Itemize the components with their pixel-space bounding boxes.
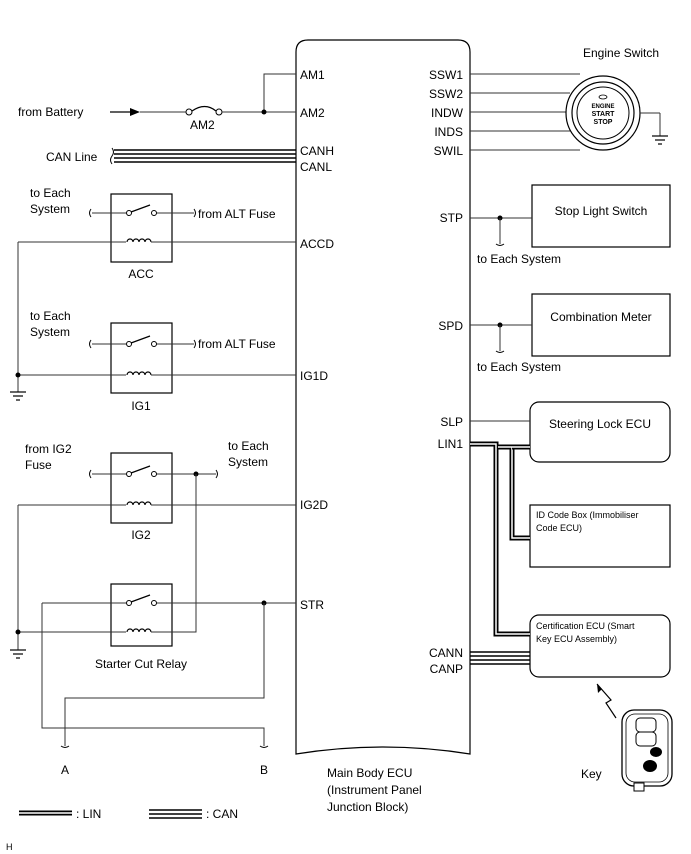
arrow-icon bbox=[130, 108, 140, 116]
from-battery-label: from Battery bbox=[18, 105, 83, 119]
can-line-label: CAN Line bbox=[46, 150, 98, 164]
certification-ecu: Certification ECU (Smart Key ECU Assembl… bbox=[529, 614, 671, 678]
certification-ecu-label-2: Key ECU Assembly) bbox=[536, 634, 617, 644]
main-body-ecu bbox=[295, 39, 471, 755]
id-code-box-label-2: Code ECU) bbox=[536, 523, 582, 533]
stp-to-each-system: to Each System bbox=[477, 252, 561, 266]
ecu-caption-3: Junction Block) bbox=[327, 800, 408, 814]
ig2-from-1: from IG2 bbox=[25, 442, 72, 456]
pin-inds: INDS bbox=[434, 125, 463, 139]
ig2-to-each-2: System bbox=[228, 455, 268, 469]
stop-light-switch: Stop Light Switch to Each System bbox=[470, 184, 671, 266]
engine-switch-label: Engine Switch bbox=[583, 46, 659, 60]
ig2-to-each-1: to Each bbox=[228, 439, 269, 453]
pin-swil: SWIL bbox=[434, 144, 464, 158]
ig1-from-alt: from ALT Fuse bbox=[198, 337, 276, 351]
relay-ig1-label: IG1 bbox=[131, 399, 151, 413]
pin-canl: CANL bbox=[300, 160, 332, 174]
relay-acc: to Each System from ALT Fuse ACC bbox=[18, 186, 296, 281]
steering-lock-ecu-label: Steering Lock ECU bbox=[549, 417, 651, 431]
spd-to-each-system: to Each System bbox=[477, 360, 561, 374]
can-bus bbox=[470, 651, 530, 665]
legend: : LIN : CAN bbox=[19, 807, 238, 821]
pin-am2: AM2 bbox=[300, 106, 325, 120]
acc-to-each-1: to Each bbox=[30, 186, 71, 200]
relay-ig2: from IG2 Fuse to Each System IG2 bbox=[18, 439, 296, 542]
corner-mark: H bbox=[6, 842, 13, 852]
id-code-box-label-1: ID Code Box (Immobiliser bbox=[536, 510, 639, 520]
can-line: CAN Line bbox=[46, 147, 296, 165]
acc-to-each-2: System bbox=[30, 202, 70, 216]
coil-icon bbox=[126, 501, 152, 506]
relay-starter-label: Starter Cut Relay bbox=[95, 657, 187, 671]
ground-icon bbox=[10, 391, 26, 401]
engine-button-1: ENGINE bbox=[591, 104, 614, 110]
pin-ig1d: IG1D bbox=[300, 369, 328, 383]
pin-cann: CANN bbox=[429, 646, 463, 660]
engine-button-3: STOP bbox=[594, 119, 613, 126]
relay-ig1: to Each System from ALT Fuse IG1 bbox=[10, 242, 296, 413]
combination-meter: Combination Meter to Each System bbox=[470, 293, 671, 374]
pin-ig2d: IG2D bbox=[300, 498, 328, 512]
battery-feed: from Battery AM2 bbox=[18, 73, 296, 132]
stop-light-switch-label: Stop Light Switch bbox=[555, 204, 648, 218]
point-a: A bbox=[61, 763, 69, 777]
pin-lin1: LIN1 bbox=[438, 437, 464, 451]
wireless-signal-icon bbox=[596, 683, 617, 719]
coil-icon bbox=[126, 628, 152, 633]
pin-canp: CANP bbox=[430, 662, 463, 676]
pin-stp: STP bbox=[440, 211, 463, 225]
fuse-am2-label: AM2 bbox=[190, 118, 215, 132]
lin-bus bbox=[470, 441, 530, 637]
fuse-icon bbox=[191, 105, 217, 112]
coil-icon bbox=[126, 238, 152, 243]
certification-ecu-label-1: Certification ECU (Smart bbox=[536, 621, 635, 631]
engine-button-2: START bbox=[592, 111, 616, 118]
key-label: Key bbox=[581, 767, 602, 781]
point-b: B bbox=[260, 763, 268, 777]
pin-accd: ACCD bbox=[300, 237, 334, 251]
pin-ssw2: SSW2 bbox=[429, 87, 463, 101]
ig1-to-each-2: System bbox=[30, 325, 70, 339]
legend-can: : CAN bbox=[206, 807, 238, 821]
ig1-to-each-1: to Each bbox=[30, 309, 71, 323]
ecu-caption-1: Main Body ECU bbox=[327, 766, 412, 780]
pin-str: STR bbox=[300, 598, 324, 612]
pin-slp: SLP bbox=[440, 415, 463, 429]
pin-ssw1: SSW1 bbox=[429, 68, 463, 82]
pin-am1: AM1 bbox=[300, 68, 325, 82]
ig2-from-2: Fuse bbox=[25, 458, 52, 472]
steering-lock-ecu: Steering Lock ECU bbox=[470, 401, 671, 463]
relay-acc-label: ACC bbox=[128, 267, 154, 281]
acc-from-alt: from ALT Fuse bbox=[198, 207, 276, 221]
engine-switch: Engine Switch ENGINE START STOP bbox=[470, 46, 668, 151]
ecu-caption-2: (Instrument Panel bbox=[327, 783, 422, 797]
pin-spd: SPD bbox=[438, 319, 463, 333]
ground-icon bbox=[652, 135, 668, 145]
coil-icon bbox=[126, 371, 152, 376]
pin-indw: INDW bbox=[431, 106, 464, 120]
combination-meter-label: Combination Meter bbox=[550, 310, 651, 324]
relay-starter-cut: Starter Cut Relay A B bbox=[10, 474, 296, 777]
relay-ig2-label: IG2 bbox=[131, 528, 151, 542]
legend-lin: : LIN bbox=[76, 807, 101, 821]
pin-canh: CANH bbox=[300, 144, 334, 158]
smart-key-icon bbox=[621, 709, 673, 792]
ground-icon bbox=[10, 649, 26, 659]
id-code-box: ID Code Box (Immobiliser Code ECU) bbox=[529, 504, 671, 568]
